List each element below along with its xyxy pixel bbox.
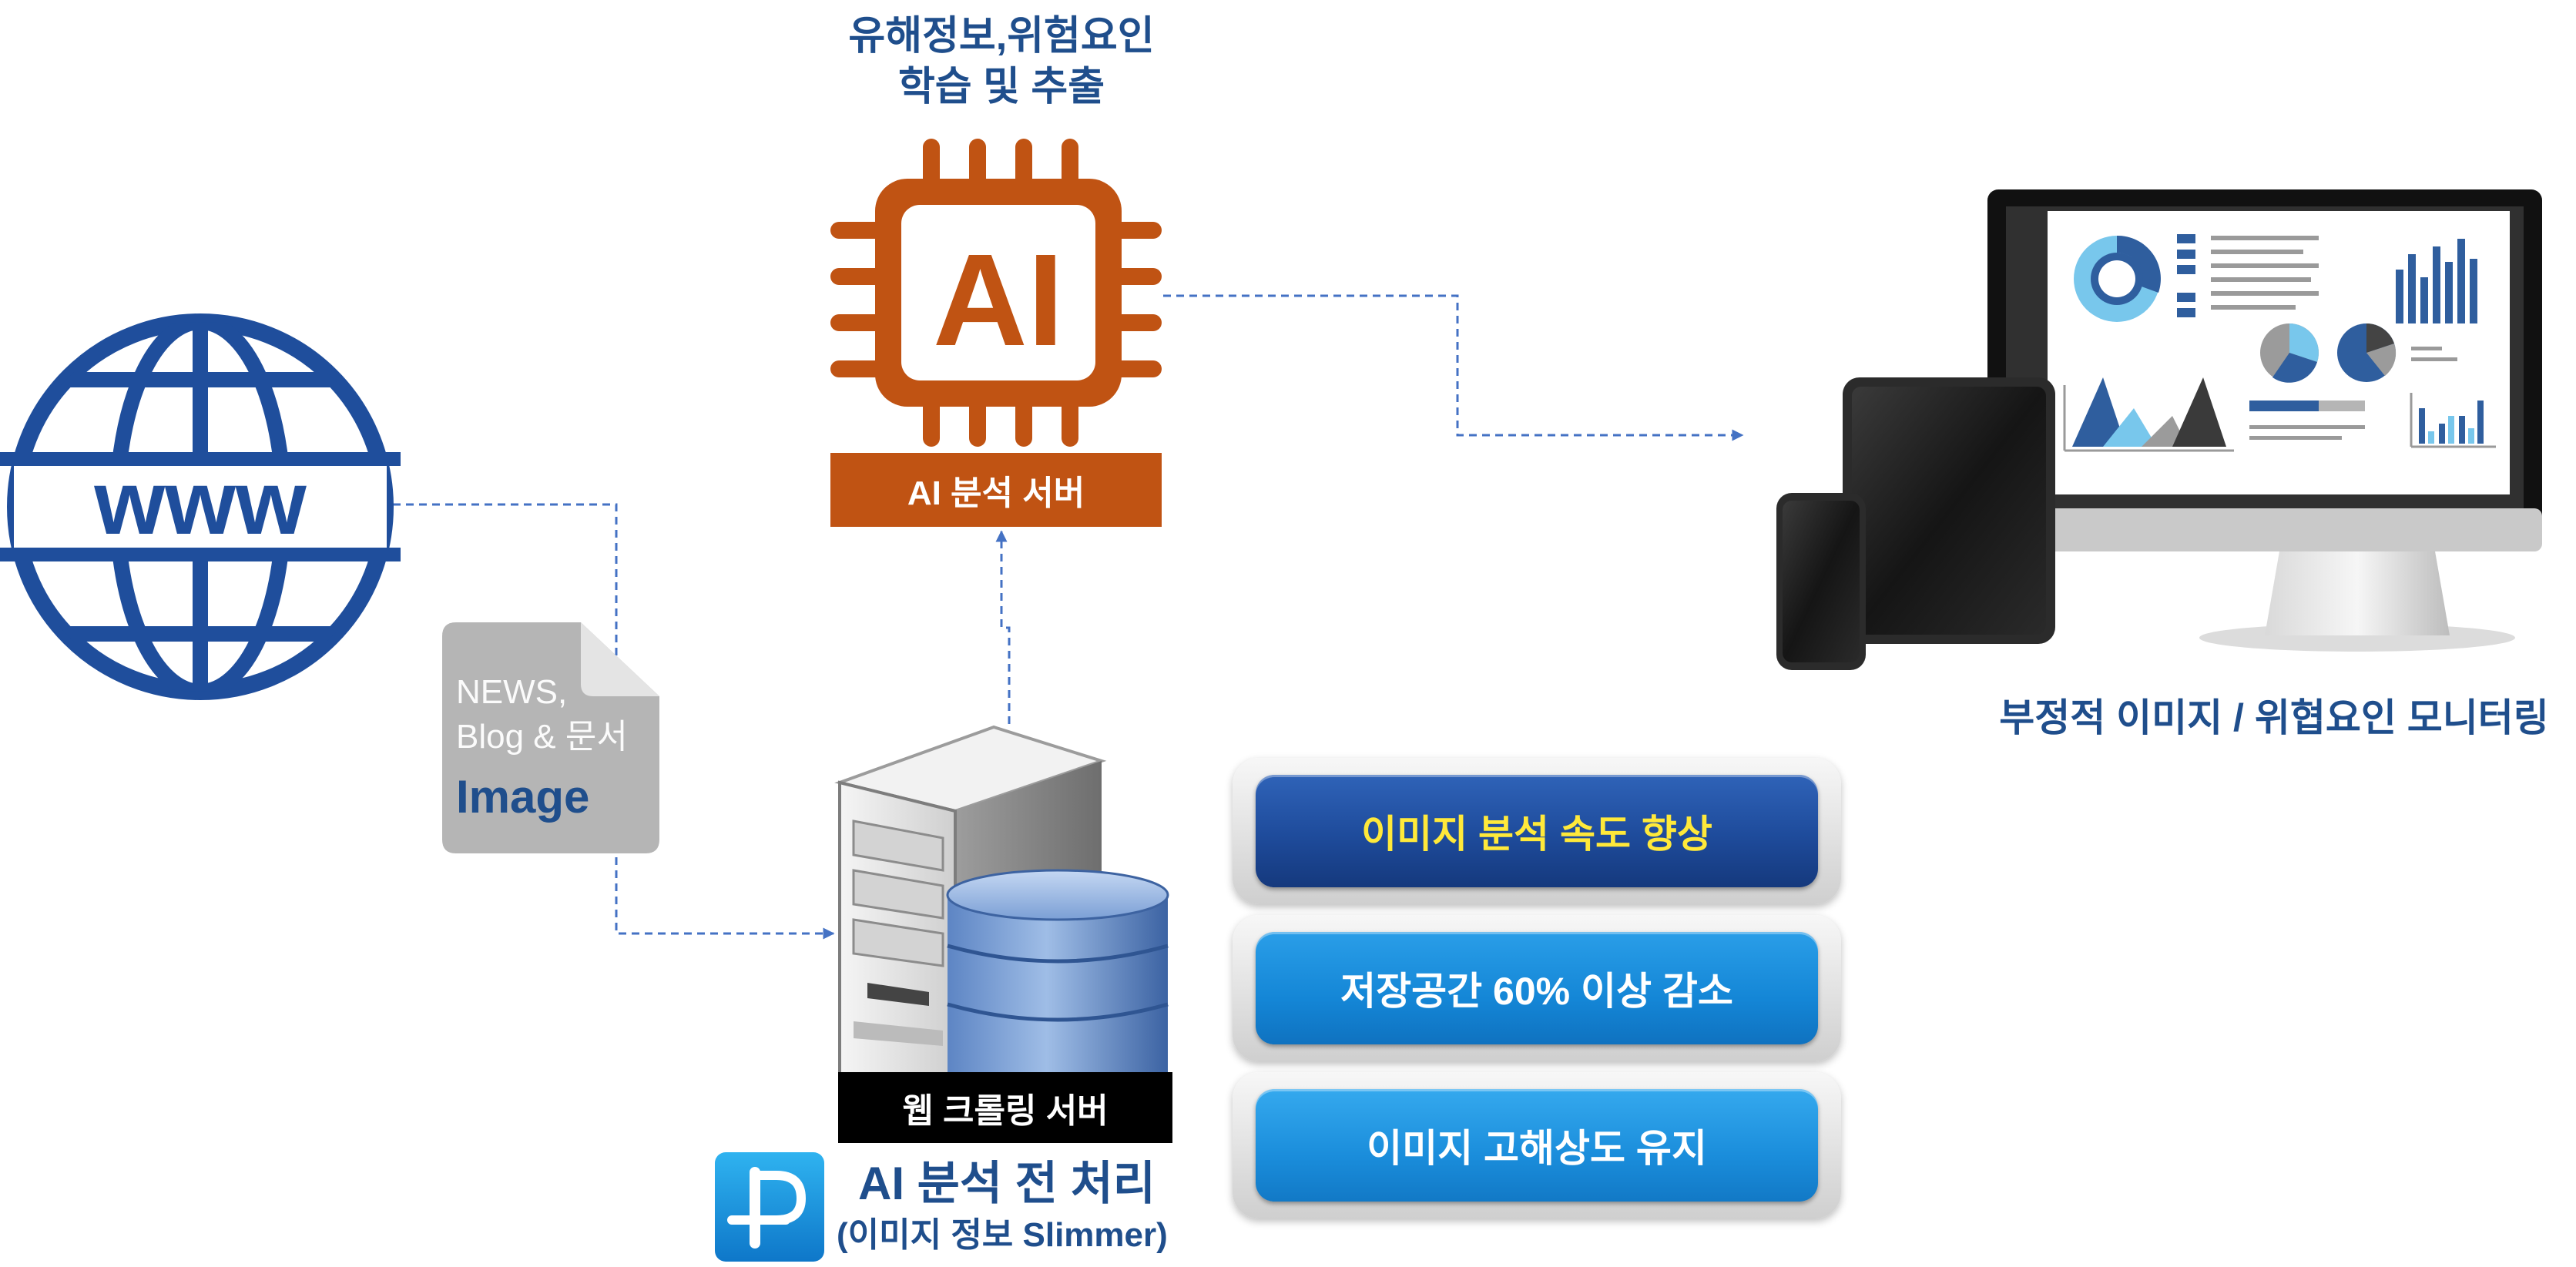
slimmer-logo-icon [715, 1152, 824, 1262]
database-icon [946, 869, 1169, 1075]
ai-title-line2: 학습 및 추출 [897, 65, 1105, 109]
devices-icon [1776, 189, 2542, 670]
feature-resolution-label: 이미지 고해상도 유지 [1256, 1089, 1818, 1202]
feature-speed-panel: 이미지 분석 속도 향상 [1233, 758, 1841, 904]
crawl-server-label: 웹 크롤링 서버 [838, 1072, 1172, 1143]
www-text: www [93, 452, 307, 554]
www-globe-icon: www [0, 313, 401, 700]
document-line-image: Image [456, 771, 590, 823]
monitoring-label: 부정적 이미지 / 위협요인 모니터링 [1999, 696, 2549, 739]
ai-title-line1: 유해정보,위험요인 [848, 14, 1155, 59]
slimmer-subtitle: (이미지 정보 Slimmer) [837, 1216, 1168, 1254]
document-line-blog: Blog & 문서 [456, 718, 628, 756]
ai-chip-icon: AI [830, 139, 1162, 447]
document-icon [442, 622, 659, 853]
ai-chip-text: AI [933, 227, 1064, 374]
connector-crawler-to-ai [995, 530, 1011, 724]
ai-server-title: 유해정보,위험요인 학습 및 추출 [755, 11, 1248, 112]
connector-ai-to-monitor [1163, 294, 1744, 441]
slimmer-title: AI 분석 전 처리 [858, 1158, 1156, 1209]
feature-resolution-panel: 이미지 고해상도 유지 [1233, 1072, 1841, 1218]
feature-storage-label: 저장공간 60% 이상 감소 [1256, 932, 1818, 1044]
feature-storage-panel: 저장공간 60% 이상 감소 [1233, 915, 1841, 1061]
document-caption: NEWS, Blog & 문서 Image [456, 670, 628, 829]
document-line-news: NEWS, [456, 673, 568, 711]
feature-speed-label: 이미지 분석 속도 향상 [1256, 775, 1818, 887]
ai-server-label: AI 분석 서버 [830, 453, 1162, 527]
